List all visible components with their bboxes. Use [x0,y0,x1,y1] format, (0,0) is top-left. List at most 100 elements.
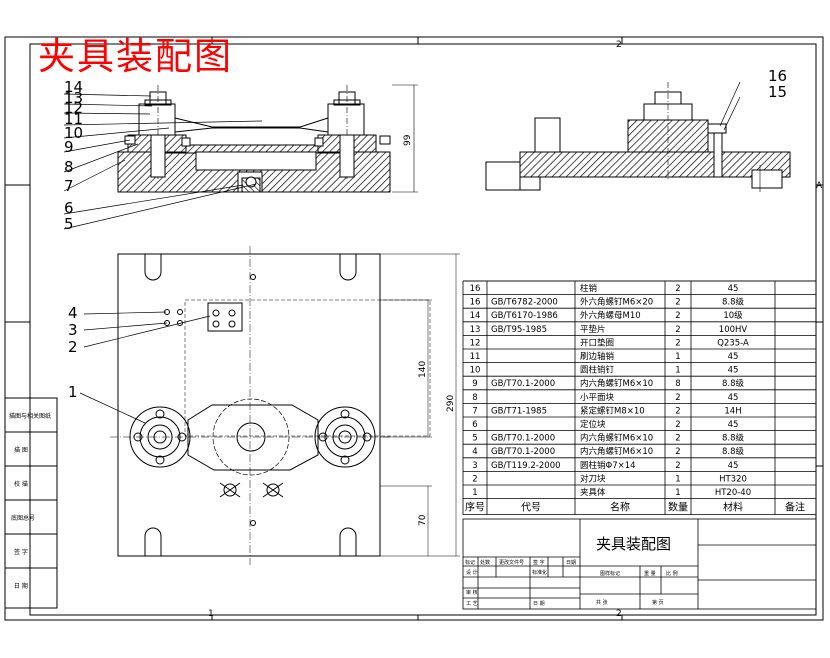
bom-row-qty: 2 [675,447,680,457]
bom-row-no: 8 [472,393,477,403]
bom-row-material: HT20-40 [715,488,751,498]
zone-mark-bottom-left: 1 [208,609,214,619]
change-label-4: 日期 [566,560,576,566]
bom-row-material: 8.8级 [722,433,745,444]
callout-16: 16 [768,67,787,85]
bom-row-qty: 2 [675,461,680,471]
bom-row-no: 13 [470,325,481,335]
callout-5: 5 [64,215,74,233]
bom-row-qty: 2 [675,311,680,321]
bom-row-no: 3 [472,461,477,471]
drawing-title-red: 夹具装配图 [38,35,233,78]
callout-15: 15 [768,83,787,101]
bom-row-name: 内六角螺钉M6×10 [580,378,653,389]
bom-row-material: 100HV [719,325,748,335]
process-label-0: 设 计 [466,569,478,576]
bom-row-material: 8.8级 [722,446,745,457]
callout-2: 2 [68,338,78,356]
bom-row-name: 开口垫圈 [580,337,614,348]
bom-row-material: 10级 [723,310,743,321]
bom-header-qty: 数量 [668,501,688,514]
process-label-2: 标准化 [532,569,547,576]
bom-row-material: 45 [728,284,739,294]
bom-header-name: 名称 [610,501,630,514]
bom-row-name: 夹具体 [580,487,606,498]
bom-row-code: GB/T6170-1986 [491,311,558,321]
bom-header-code: 代号 [521,502,541,514]
bom-row-no: 14 [470,311,481,321]
callout-6: 6 [64,199,74,217]
bom-row-name: 外六角螺钉M6×20 [580,297,653,308]
bom-row-qty: 2 [675,338,680,348]
callout-12: 12 [64,99,83,117]
left-signature-strip: 描图与相关图纸 描 图 校 描 底图总号 签 字 日 期 [4,397,58,609]
front-section-view: 99 [117,84,418,193]
approve-label-2: 日 期 [533,601,545,607]
dim-lower: 70 [418,514,428,526]
front-leaders [63,93,263,230]
callout-3: 3 [68,321,78,339]
bom-row-qty: 1 [675,366,680,376]
sheet-label-0: 共 张 [596,599,608,606]
bom-row-qty: 2 [675,420,680,430]
strip-label-4: 签 字 [14,548,28,556]
bom-row-code: GB/T71-1985 [491,406,547,416]
callout-14: 14 [64,78,83,96]
bom-header-material: 材料 [723,501,743,514]
callout-9: 9 [64,138,74,156]
bom-row-material: 45 [728,420,739,430]
dim-upper: 140 [418,361,428,378]
change-label-3: 签 字 [533,559,545,566]
bom-header-note: 备注 [785,501,805,514]
bom-row-material: 8.8级 [722,378,745,389]
bom-row-qty: 2 [675,393,680,403]
callout-4: 4 [68,304,78,322]
bom-row-name: 圆柱销Φ7×14 [580,460,636,471]
strip-label-5: 日 期 [14,582,28,590]
bom-row-no: 1 [472,488,477,498]
change-label-0: 标记 [465,559,475,566]
bom-row-qty: 1 [675,488,680,498]
bom-row-name: 内六角螺钉M6×10 [580,446,653,457]
bom-row-name: 紧定螺钉M8×10 [580,405,645,416]
side-section-view [485,81,791,192]
bom-row-name: 圆柱销钉 [580,365,615,376]
callout-13: 13 [64,89,83,107]
callout-1: 1 [68,383,78,401]
callout-numbers: 14 13 12 11 10 9 8 7 6 5 4 3 2 1 16 15 [64,67,787,401]
approve-label-1: 工 艺 [466,601,478,607]
bom-row-qty: 1 [675,474,680,484]
bom-row-name: 外六角螺母M10 [580,310,641,321]
zone-mark-top: 2 [616,40,622,50]
callout-10: 10 [64,124,83,142]
bom-row-no: 4 [472,447,477,457]
bom-header-no: 序号 [465,501,485,514]
bom-row-name: 对刀块 [580,473,606,484]
top-plan-view: 140 70 290 [110,246,460,565]
outer-frame [4,36,824,621]
bom-row-qty: 1 [675,352,680,362]
bom-row-material: 45 [728,461,739,471]
bom-row-code: GB/T6782-2000 [491,298,558,308]
strip-label-3: 底图总号 [11,514,35,522]
dim-overall: 290 [446,395,456,412]
bom-row-no: 9 [472,379,477,389]
bom-row-no: 10 [470,366,481,376]
zone-mark-right: A [816,181,823,191]
stage-label-1: 重 量 [644,570,656,577]
bom-row-qty: 2 [675,325,680,335]
bom-row-name: 刷边轴销 [580,351,615,362]
zone-mark-bottom-right: 2 [616,609,622,619]
bom-row-material: 45 [728,366,739,376]
callout-11: 11 [64,110,83,128]
bom-row-qty: 2 [675,406,680,416]
strip-label-0: 描图与相关图纸 [9,412,51,420]
bom-row-code: GB/T70.1-2000 [491,447,555,457]
bom-row-no: 11 [470,352,481,362]
bom-row-qty: 2 [675,284,680,294]
bom-row-name: 定位块 [580,419,606,430]
approve-label-0: 审 核 [466,589,478,596]
